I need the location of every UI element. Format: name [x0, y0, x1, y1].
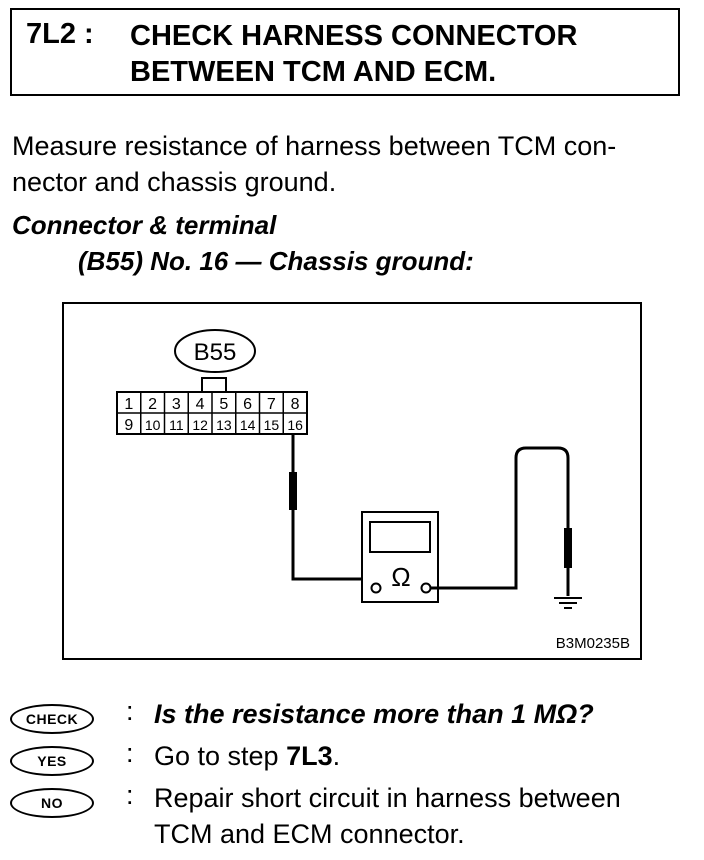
- pin-12: 12: [192, 417, 208, 433]
- probe-tip-positive: [289, 472, 297, 510]
- pin-10: 10: [145, 417, 161, 433]
- connector-latch: [201, 377, 227, 393]
- no-colon: :: [126, 780, 134, 810]
- step-title: CHECK HARNESS CONNECTOR BETWEEN TCM AND …: [130, 18, 577, 90]
- pin-15: 15: [264, 417, 280, 433]
- connector-label-ellipse: [174, 329, 256, 373]
- yes-badge: YES: [10, 746, 94, 776]
- step-header-box: 7L2 : CHECK HARNESS CONNECTOR BETWEEN TC…: [10, 8, 680, 96]
- check-question: Is the resistance more than 1 MΩ?: [154, 699, 594, 729]
- probe-tip-ground: [564, 528, 572, 568]
- pin-9: 9: [124, 417, 133, 434]
- spec-terminal-line: (B55) No. 16 — Chassis ground:: [78, 246, 474, 276]
- ohmmeter-display: [369, 521, 431, 553]
- pin-3: 3: [172, 396, 181, 413]
- yes-target-step: 7L3: [286, 741, 333, 771]
- connector-label: B55: [194, 339, 237, 366]
- instruction-text: Measure resistance of harness between TC…: [12, 128, 692, 200]
- no-action-line-1: Repair short circuit in harness between: [154, 783, 621, 813]
- figure-code: B3M0235B: [555, 635, 630, 652]
- ohm-symbol: Ω: [391, 562, 410, 592]
- yes-row: YES : Go to step 7L3.: [10, 738, 700, 780]
- pin-8: 8: [291, 396, 300, 413]
- probe-lead-ground: [430, 446, 570, 596]
- step-title-line-2: BETWEEN TCM AND ECM.: [130, 56, 497, 88]
- step-number: 7L2 :: [26, 18, 94, 50]
- pin-14: 14: [240, 417, 256, 433]
- chassis-ground-icon: [554, 597, 582, 609]
- pin-16: 16: [287, 417, 303, 433]
- no-action-line-2: TCM and ECM connector.: [154, 819, 465, 849]
- no-badge: NO: [10, 788, 94, 818]
- pin-5: 5: [219, 396, 228, 413]
- ohmmeter-terminal-right: [420, 582, 432, 594]
- ohmmeter-terminal-left: [370, 582, 382, 594]
- check-row: CHECK : Is the resistance more than 1 MΩ…: [10, 696, 700, 738]
- pin-1: 1: [124, 396, 133, 413]
- no-row: NO : Repair short circuit in harness bet…: [10, 780, 700, 854]
- spec-heading: Connector & terminal: [12, 210, 277, 240]
- pin-6: 6: [243, 396, 252, 413]
- ohmmeter: Ω: [361, 511, 439, 603]
- pin-13: 13: [216, 417, 232, 433]
- instruction-line-2: nector and chassis ground.: [12, 167, 337, 197]
- instruction-line-1: Measure resistance of harness between TC…: [12, 131, 617, 161]
- check-colon: :: [126, 696, 134, 726]
- no-action: Repair short circuit in harness between …: [154, 780, 621, 852]
- yes-action-prefix: Go to step: [154, 741, 287, 771]
- pin-4: 4: [196, 396, 205, 413]
- yes-action: Go to step 7L3.: [154, 738, 340, 774]
- pin-11: 11: [169, 417, 184, 433]
- pin-2: 2: [148, 396, 157, 413]
- step-title-line-1: CHECK HARNESS CONNECTOR: [130, 20, 578, 52]
- pin-7: 7: [267, 396, 276, 413]
- yes-action-suffix: .: [332, 741, 341, 771]
- check-badge: CHECK: [10, 704, 94, 734]
- yes-colon: :: [126, 738, 134, 768]
